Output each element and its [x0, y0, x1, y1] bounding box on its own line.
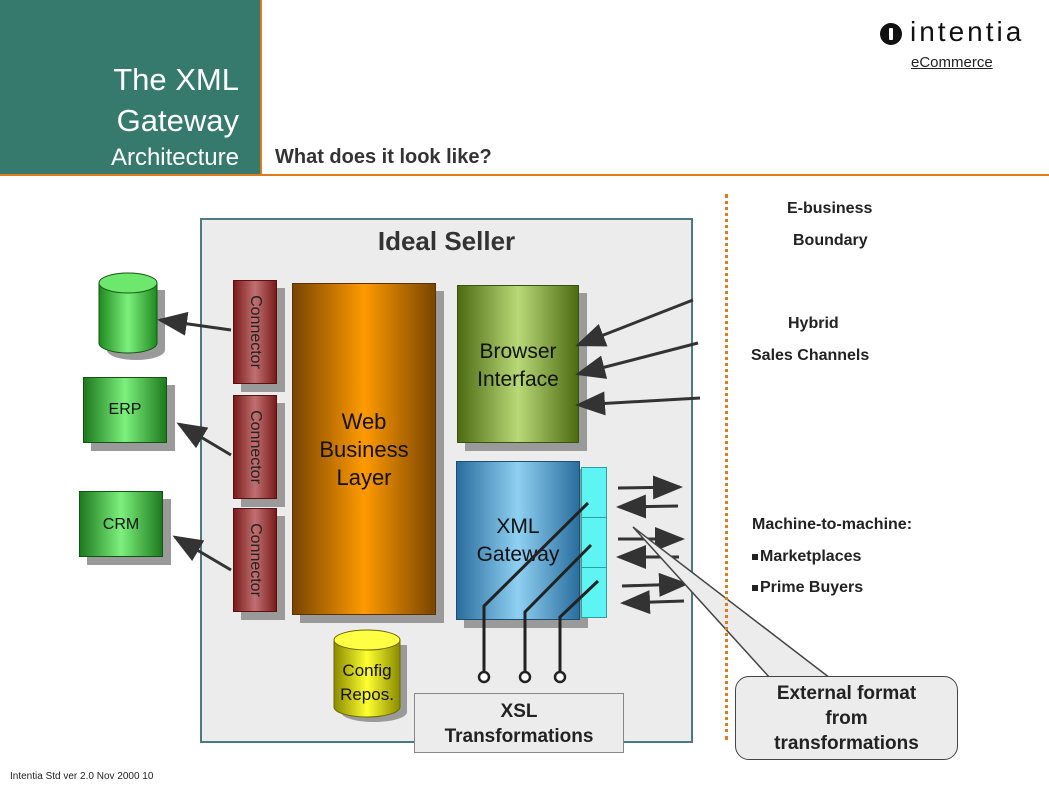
slide-subtitle: What does it look like?: [275, 146, 492, 168]
m2m-arrow-in-1: [616, 494, 679, 519]
gateway-port-2: [581, 517, 607, 568]
footer-version: Intentia Std ver 2.0 Nov 2000 10: [10, 771, 154, 782]
web-business-layer: [292, 283, 436, 615]
title-panel: [0, 0, 260, 174]
erp-label: ERP: [108, 401, 142, 418]
boundary-label-1: E-business: [787, 200, 873, 217]
header-vertical-divider: [260, 0, 262, 176]
m2m-item-marketplaces: Marketplaces: [752, 548, 861, 566]
arrow-to-database: [157, 311, 232, 336]
xsl-link-2: [523, 543, 593, 677]
xsl-node-2: [518, 670, 532, 684]
xsl-link-3: [558, 579, 600, 677]
connector-1: Connector: [233, 280, 277, 384]
m2m-arrow-in-3: [620, 590, 685, 615]
xsl-node-3: [553, 670, 567, 684]
title-line-3: Architecture: [110, 144, 239, 171]
m2m-arrow-out-3: [621, 572, 689, 597]
config-repos-label: Config Repos.: [340, 661, 394, 704]
arrow-hybrid-1: [575, 298, 694, 347]
browser-interface: [457, 285, 579, 443]
ebusiness-boundary-line: [725, 194, 728, 740]
xsl-node-1: [477, 670, 491, 684]
arrow-to-crm: [172, 535, 232, 572]
gateway-port-1: [581, 467, 607, 518]
external-format-callout: [735, 676, 958, 760]
web-business-layer-label: Web Business Layer: [319, 409, 409, 490]
intentia-logo-icon: [880, 23, 902, 45]
external-format-callout-label: External format from transformations: [774, 683, 919, 754]
xml-gateway-label: XML Gateway: [476, 515, 560, 566]
ideal-seller-title: Ideal Seller: [377, 226, 516, 256]
title-line-1: The XML: [113, 62, 239, 97]
config-repository-cylinder-icon: [333, 629, 407, 722]
connector-2: Connector: [233, 395, 277, 499]
crm-box: [79, 491, 163, 557]
arrow-hybrid-3: [575, 391, 701, 416]
m2m-title: Machine-to-machine:: [752, 516, 913, 533]
m2m-item-prime-buyers: Prime Buyers: [752, 579, 863, 597]
xsl-transformations-label: XSL Transformations: [444, 701, 594, 747]
arrow-to-erp: [176, 422, 232, 457]
hybrid-label-1: Hybrid: [788, 315, 839, 332]
title-line-2: Gateway: [116, 103, 239, 138]
xsl-transformations-box: [414, 693, 624, 753]
ideal-seller-box: [200, 218, 693, 743]
xsl-link-1: [482, 501, 590, 677]
crm-label: CRM: [102, 516, 140, 533]
database-cylinder-icon: [98, 272, 165, 360]
logo-text: intentia: [910, 16, 1025, 47]
xml-gateway: [456, 461, 580, 620]
boundary-label-2: Boundary: [793, 232, 868, 249]
arrow-hybrid-2: [575, 341, 699, 379]
bullet-icon: [752, 553, 758, 560]
logo-ecommerce-link[interactable]: eCommerce: [911, 54, 993, 71]
m2m-arrow-out-1: [617, 475, 683, 500]
header-horizontal-divider: [0, 174, 1049, 176]
connector-3: Connector: [233, 508, 277, 612]
hybrid-label-2: Sales Channels: [751, 347, 870, 364]
erp-box: [83, 377, 167, 443]
browser-interface-label: Browser Interface: [477, 340, 559, 391]
bullet-icon: [752, 584, 758, 591]
